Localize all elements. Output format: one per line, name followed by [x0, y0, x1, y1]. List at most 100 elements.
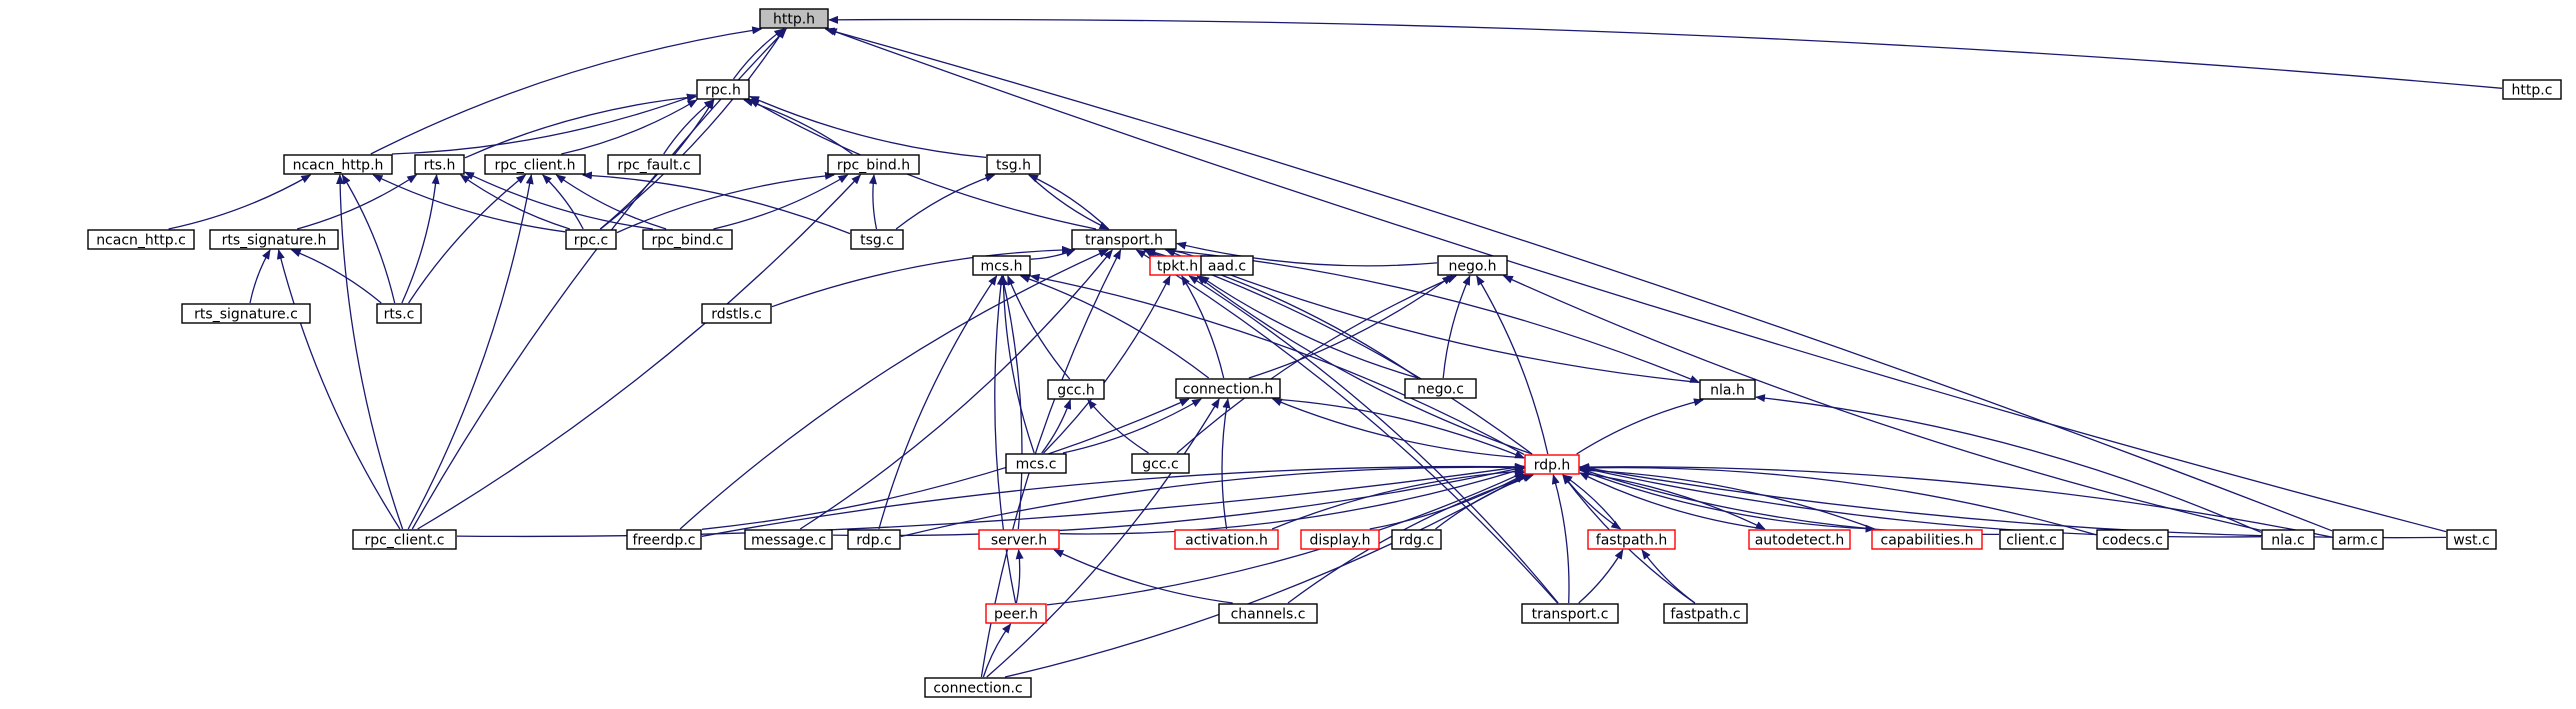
node-server-h[interactable]: server.h — [978, 529, 1060, 550]
edge-rdp_h-to-nego_h — [1476, 275, 1549, 455]
node-arm-c[interactable]: arm.c — [2332, 529, 2384, 550]
node-label: tsg.c — [860, 233, 894, 249]
node-box — [87, 229, 195, 250]
edge-mcs_c-to-gcc_h — [1041, 399, 1072, 454]
node-nla-h[interactable]: nla.h — [1699, 379, 1756, 400]
edge-transport_c-to-fastpath_h — [1578, 549, 1624, 604]
node-ncacn-http-c[interactable]: ncacn_http.c — [87, 229, 195, 250]
node-rpc-client-c[interactable]: rpc_client.c — [352, 529, 457, 550]
node-box — [2096, 529, 2169, 550]
node-capabilities-h[interactable]: capabilities.h — [1871, 529, 1983, 550]
edge-connection_h-to-nego_h — [1248, 275, 1453, 379]
edge-rpc_bind_c-to-rpc_bind_h — [713, 174, 849, 230]
node-label: transport.h — [1085, 233, 1163, 249]
node-nego-c[interactable]: nego.c — [1404, 378, 1477, 399]
edge-transport_c-to-transport_h — [1135, 249, 1558, 604]
node-box — [847, 529, 901, 550]
edge-peer_h-to-rdp_h — [1046, 471, 1525, 606]
node-fastpath-c[interactable]: fastpath.c — [1663, 603, 1748, 624]
node-http-c[interactable]: http.c — [2502, 79, 2562, 100]
node-tsg-c[interactable]: tsg.c — [850, 229, 904, 250]
node-box — [376, 303, 422, 324]
node-display-h[interactable]: display.h — [1300, 529, 1380, 550]
node-tsg-h[interactable]: tsg.h — [986, 154, 1041, 175]
node-nla-c[interactable]: nla.c — [2261, 529, 2315, 550]
edge-rpc_h-to-http_h — [732, 28, 785, 80]
node-freerdp-c[interactable]: freerdp.c — [626, 529, 702, 550]
node-box — [986, 154, 1041, 175]
node-fastpath-h[interactable]: fastpath.h — [1587, 529, 1676, 550]
node-connection-c[interactable]: connection.c — [924, 677, 1032, 698]
node-mcs-h[interactable]: mcs.h — [972, 255, 1031, 276]
node-label: mcs.c — [1016, 457, 1057, 473]
edge-freerdp_c-to-transport_h — [679, 249, 1109, 530]
node-label: rts.c — [384, 307, 415, 323]
edge-rdg_c-to-rdp_h — [1435, 474, 1534, 530]
edge-rts_signature_h-to-rts_h — [297, 174, 418, 230]
node-label: rpc_client.c — [365, 533, 445, 549]
node-client-c[interactable]: client.c — [1999, 529, 2064, 550]
node-rpc-bind-h[interactable]: rpc_bind.h — [827, 154, 920, 175]
node-transport-c[interactable]: transport.c — [1521, 603, 1619, 624]
node-peer-h[interactable]: peer.h — [985, 603, 1047, 624]
node-wst-c[interactable]: wst.c — [2446, 529, 2497, 550]
edge-codecs_c-to-rdp_h — [1579, 463, 2097, 536]
node-box — [1200, 255, 1254, 276]
node-label: channels.c — [1231, 607, 1306, 623]
node-label: server.h — [991, 533, 1047, 549]
node-label: rpc_bind.c — [651, 233, 723, 249]
node-channels-c[interactable]: channels.c — [1218, 603, 1318, 624]
edge-rdp_h-to-mcs_h — [1029, 273, 1525, 455]
node-gcc-c[interactable]: gcc.c — [1131, 453, 1190, 474]
node-box — [1748, 529, 1851, 550]
node-label: capabilities.h — [1881, 533, 1974, 549]
edge-rts_c-to-rts_h — [401, 174, 440, 304]
node-rts-signature-h[interactable]: rts_signature.h — [209, 229, 339, 250]
node-codecs-c[interactable]: codecs.c — [2096, 529, 2169, 550]
node-rpc-bind-c[interactable]: rpc_bind.c — [642, 229, 733, 250]
node-http-h[interactable]: http.h — [759, 8, 829, 29]
node-tpkt-h[interactable]: tpkt.h — [1149, 255, 1206, 276]
node-rdg-c[interactable]: rdg.c — [1391, 529, 1442, 550]
node-message-c[interactable]: message.c — [744, 529, 833, 550]
node-activation-h[interactable]: activation.h — [1174, 529, 1279, 550]
edge-rdstls_c-to-transport_h — [771, 245, 1072, 308]
node-label: rpc.c — [574, 233, 609, 249]
node-connection-h[interactable]: connection.h — [1175, 378, 1281, 399]
node-rdstls-c[interactable]: rdstls.c — [701, 303, 772, 324]
edge-connection_h-to-tpkt_h — [1181, 275, 1225, 379]
node-rdp-h[interactable]: rdp.h — [1524, 454, 1580, 475]
edge-ncacn_http_h-to-http_h — [370, 26, 763, 155]
node-rts-h[interactable]: rts.h — [414, 154, 465, 175]
edge-transport_c-to-rdp_h — [1551, 474, 1570, 604]
node-ncacn-http-h[interactable]: ncacn_http.h — [283, 154, 393, 175]
node-rpc-fault-c[interactable]: rpc_fault.c — [607, 154, 701, 175]
node-box — [1174, 529, 1279, 550]
node-rpc-h[interactable]: rpc.h — [696, 79, 750, 100]
node-aad-c[interactable]: aad.c — [1200, 255, 1254, 276]
node-label: nego.c — [1417, 382, 1464, 398]
node-nego-h[interactable]: nego.h — [1437, 255, 1508, 276]
edge-rpc_fault_c-to-rpc_h — [663, 99, 715, 155]
node-rts-c[interactable]: rts.c — [376, 303, 422, 324]
edge-mcs_h-to-transport_h — [1030, 249, 1076, 260]
node-box — [1005, 453, 1067, 474]
node-rpc-client-h[interactable]: rpc_client.h — [484, 154, 586, 175]
edge-rts_c-to-rts_signature_h — [290, 249, 382, 304]
node-label: message.c — [751, 533, 826, 549]
node-mcs-c[interactable]: mcs.c — [1005, 453, 1067, 474]
edge-autodetect_h-to-rdp_h — [1579, 472, 1765, 530]
edge-fastpath_c-to-fastpath_h — [1641, 549, 1696, 604]
edges-layer — [168, 15, 2503, 678]
node-transport-h[interactable]: transport.h — [1071, 229, 1177, 250]
edge-ncacn_http_c-to-ncacn_http_h — [168, 174, 312, 230]
node-rpc-c[interactable]: rpc.c — [565, 229, 617, 250]
node-box — [565, 229, 617, 250]
node-box — [924, 677, 1032, 698]
node-gcc-h[interactable]: gcc.h — [1047, 379, 1105, 400]
node-rdp-c[interactable]: rdp.c — [847, 529, 901, 550]
edge-transport_h-to-rpc_h — [749, 99, 1097, 230]
node-rts-signature-c[interactable]: rts_signature.c — [181, 303, 311, 324]
node-autodetect-h[interactable]: autodetect.h — [1748, 529, 1851, 550]
edge-wst_c-to-http_h — [826, 28, 2447, 533]
